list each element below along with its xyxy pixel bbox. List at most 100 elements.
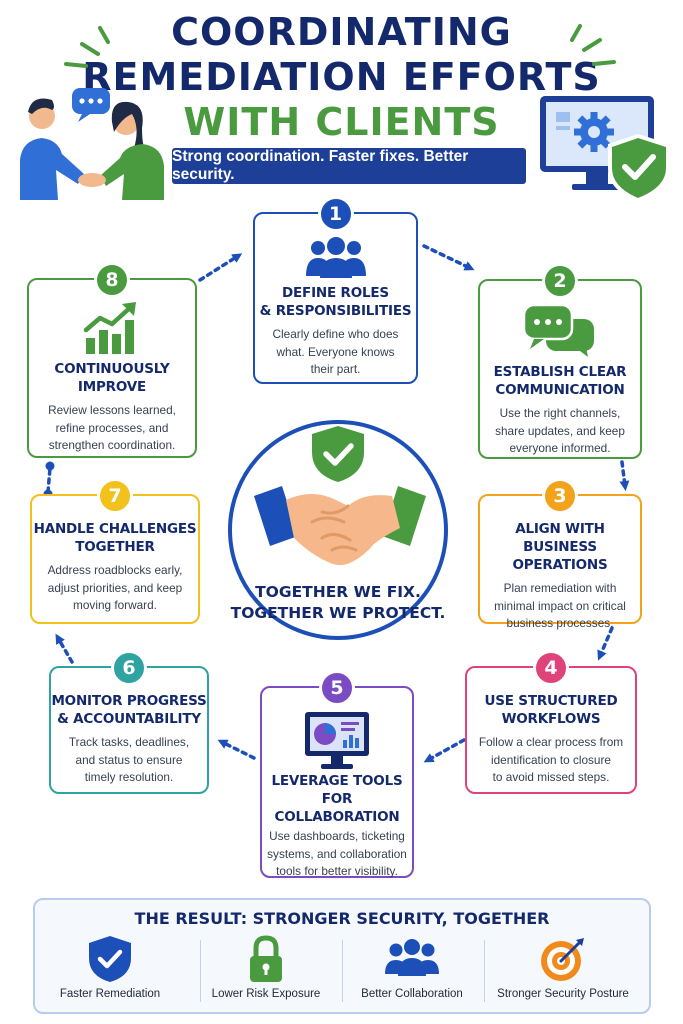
step-6-number: 6 bbox=[111, 650, 147, 686]
arrow-4-to-5 bbox=[423, 738, 466, 763]
step-7-number: 7 bbox=[97, 478, 133, 514]
step-7-desc-line-1: Address roadblocks early, bbox=[47, 563, 183, 577]
subtitle-text: Strong coordination. Faster fixes. Bette… bbox=[172, 148, 469, 183]
step-5-desc-line-3: tools for better visibility. bbox=[276, 864, 398, 878]
step-7-card: 7 HANDLE CHALLENGES TOGETHER Address road… bbox=[30, 478, 200, 624]
arrow-1-to-2 bbox=[422, 244, 475, 271]
step-2-number: 2 bbox=[542, 263, 578, 299]
shield-check-icon bbox=[89, 936, 131, 982]
arrow-5-to-6 bbox=[217, 739, 256, 760]
gear-icon bbox=[574, 112, 614, 152]
step-4-desc-line-1: Follow a clear process from bbox=[478, 735, 624, 749]
step-3-title-line-2: OPERATIONS bbox=[512, 557, 608, 573]
step-1-number: 1 bbox=[317, 196, 354, 232]
step-5-title-line-1: LEVERAGE TOOLS bbox=[271, 773, 403, 789]
step-1-title-line-1: DEFINE ROLES bbox=[282, 285, 389, 301]
step-1-desc-line-2: what. Everyone knows bbox=[276, 344, 395, 359]
step-7-desc-line-2: adjust priorities, and keep bbox=[47, 580, 183, 595]
step-1-card: 1 DEFINE ROLES& RESPONSIBILITIES Clearly… bbox=[253, 196, 418, 384]
step-6-title-line-1: MONITOR PROGRESS bbox=[51, 693, 207, 709]
step-3-desc-line-2: minimal impact on critical bbox=[494, 598, 626, 613]
center-slogan-line-2: TOGETHER WE PROTECT. bbox=[230, 604, 446, 622]
step-4-card: 4 USE STRUCTURED WORKFLOWS Follow a clear… bbox=[465, 650, 637, 794]
result-item-better-collaboration: Better Collaboration bbox=[337, 930, 487, 1010]
step-6-card: 6 MONITOR PROGRESS & ACCOUNTABILITY Track… bbox=[49, 650, 209, 794]
step-8-title-line-2: IMPROVE bbox=[77, 379, 147, 395]
dashboard-monitor-icon bbox=[305, 712, 369, 769]
center-shield-check-icon bbox=[312, 426, 364, 482]
title-line-1: COORDINATING bbox=[171, 10, 512, 54]
step-8-number: 8 bbox=[94, 262, 130, 298]
step-3-card: 3 ALIGN WITH BUSINESS OPERATIONS Plan rem… bbox=[478, 478, 642, 630]
step-6-title-line-2: & ACCOUNTABILITY bbox=[57, 711, 201, 727]
center-ring bbox=[228, 420, 448, 640]
step-8-desc-line-2: refine processes, and bbox=[55, 420, 169, 435]
step-6-desc-line-3: timely resolution. bbox=[84, 770, 174, 784]
monitor-gear-shield-illustration bbox=[540, 96, 670, 202]
result-label-1: Faster Remediation bbox=[59, 988, 161, 1000]
divider bbox=[342, 940, 343, 1002]
result-item-stronger-posture: Stronger Security Posture bbox=[483, 930, 643, 1010]
step-7-desc-line-3: moving forward. bbox=[73, 598, 157, 612]
arrow-8-to-1 bbox=[198, 253, 243, 282]
handshake-icon bbox=[254, 486, 426, 565]
result-item-faster-remediation: Faster Remediation bbox=[35, 930, 185, 1010]
step-5-card: 5 LEVERAGE TOOLS FOR COLLABORATION Use da… bbox=[260, 670, 414, 878]
step-5-number: 5 bbox=[319, 670, 355, 706]
step-4-title-line-2: WORKFLOWS bbox=[501, 711, 601, 727]
step-2-desc-line-2: share updates, and keep bbox=[495, 423, 625, 438]
result-item-lower-risk: Lower Risk Exposure bbox=[191, 930, 341, 1010]
step-8-title-line-1: CONTINUOUSLY bbox=[54, 361, 170, 377]
arrow-6-to-7 bbox=[55, 633, 74, 664]
arrow-3-to-4 bbox=[597, 626, 614, 661]
step-8-card: 8 CONTINUOUSLY IMPROVE Review lessons lea… bbox=[27, 262, 197, 458]
step-1-desc-line-1: Clearly define who does bbox=[272, 327, 399, 341]
chat-bubble-icon bbox=[72, 88, 110, 122]
center-slogan: TOGETHER WE FIX. TOGETHER WE PROTECT. bbox=[228, 582, 448, 624]
step-5-desc-line-2: systems, and collaboration bbox=[267, 846, 407, 861]
step-2-desc-line-3: everyone informed. bbox=[509, 441, 611, 455]
step-6-desc-line-1: Track tasks, deadlines, bbox=[68, 735, 190, 749]
subtitle-banner: Strong coordination. Faster fixes. Bette… bbox=[172, 148, 526, 184]
target-icon bbox=[541, 938, 584, 981]
divider bbox=[484, 940, 485, 1002]
result-label-3: Better Collaboration bbox=[361, 988, 463, 1000]
center-slogan-line-1: TOGETHER WE FIX. bbox=[255, 583, 421, 601]
chat-bubbles-icon bbox=[522, 303, 594, 357]
result-panel: THE RESULT: STRONGER SECURITY, TOGETHER … bbox=[33, 898, 651, 1014]
step-8-desc-line-3: strengthen coordination. bbox=[48, 438, 176, 452]
title-line-2: REMEDIATION EFFORTS bbox=[82, 55, 601, 99]
growth-chart-icon bbox=[83, 302, 136, 354]
result-label-2: Lower Risk Exposure bbox=[211, 988, 321, 1000]
title-line-3: WITH CLIENTS bbox=[183, 100, 500, 144]
step-5-desc-line-1: Use dashboards, ticketing bbox=[269, 829, 405, 843]
step-2-card: 2 ESTABLISH CLEAR COMMUNICATION Use the r… bbox=[478, 263, 642, 459]
step-5-title-line-2: FOR COLLABORATION bbox=[274, 791, 400, 825]
arrow-7-to-8 bbox=[46, 466, 52, 494]
step-4-desc-line-3: to avoid missed steps. bbox=[492, 770, 610, 784]
step-2-title-line-2: COMMUNICATION bbox=[495, 382, 625, 398]
step-3-number: 3 bbox=[542, 478, 578, 514]
people-group-icon bbox=[385, 939, 439, 976]
step-3-title-line-1: ALIGN WITH BUSINESS bbox=[515, 521, 605, 555]
step-7-title-line-1: HANDLE CHALLENGES bbox=[33, 521, 197, 537]
step-4-title-line-1: USE STRUCTURED bbox=[484, 693, 618, 709]
divider bbox=[200, 940, 201, 1002]
step-2-title-line-1: ESTABLISH CLEAR bbox=[493, 364, 627, 380]
team-icon bbox=[305, 237, 366, 278]
step-6-desc-line-2: and status to ensure bbox=[75, 752, 183, 767]
arrow-2-to-3 bbox=[619, 460, 630, 491]
sparks-right-icon bbox=[570, 24, 616, 66]
step-3-desc-line-1: Plan remediation with bbox=[503, 581, 617, 595]
result-title: THE RESULT: STRONGER SECURITY, TOGETHER bbox=[134, 909, 550, 928]
step-1-desc-line-3: their part. bbox=[310, 362, 361, 376]
result-label-4: Stronger Security Posture bbox=[497, 988, 629, 1000]
padlock-icon bbox=[250, 935, 282, 982]
step-4-number: 4 bbox=[533, 650, 569, 686]
step-2-desc-line-1: Use the right channels, bbox=[499, 406, 621, 420]
step-3-desc-line-3: business processes. bbox=[506, 616, 614, 630]
step-7-title-line-2: TOGETHER bbox=[75, 539, 155, 555]
step-4-desc-line-2: identification to closure bbox=[490, 752, 611, 767]
step-8-desc-line-1: Review lessons learned, bbox=[48, 403, 176, 417]
people-handshake-illustration bbox=[20, 88, 164, 200]
